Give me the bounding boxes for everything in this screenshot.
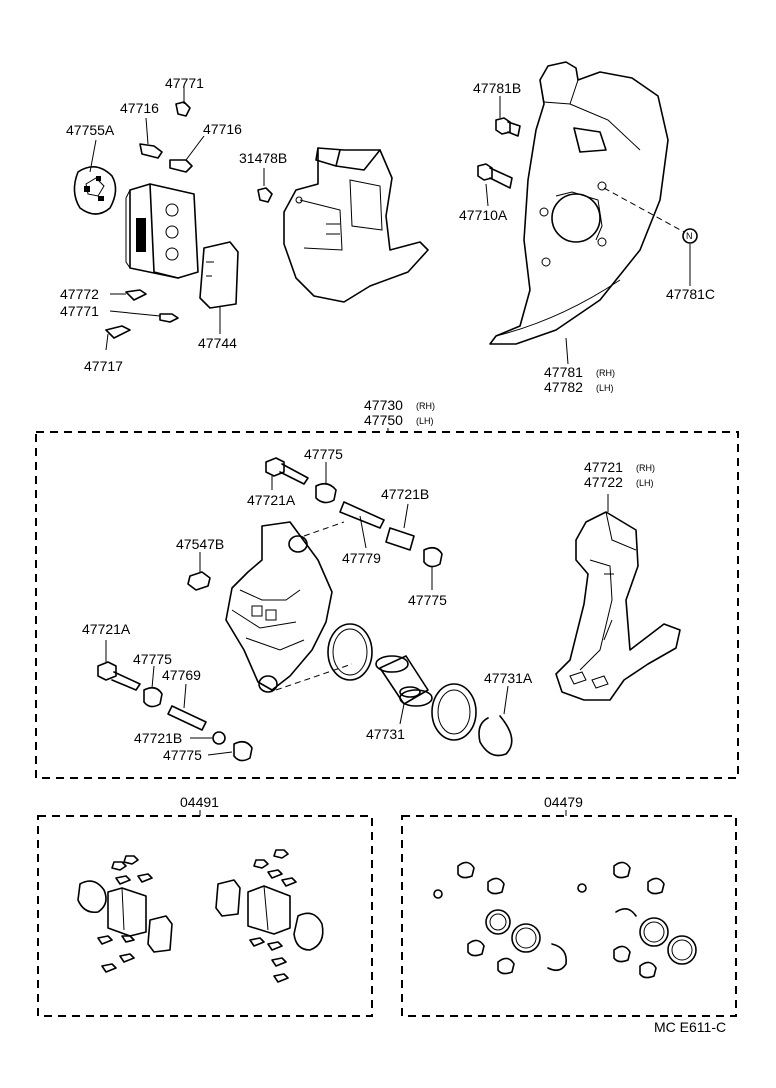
caliper-assembly-top: [283, 147, 429, 303]
slide-bolt-47721A-lower: [97, 661, 141, 691]
label-47781C: 47781C: [666, 286, 715, 302]
label-47782-side: (LH): [596, 383, 614, 393]
label-47716-a: 47716: [120, 100, 159, 116]
torque-plate: [555, 511, 681, 701]
label-47721-rh: 47721: [584, 459, 623, 475]
label-47775-b: 47775: [408, 592, 447, 608]
boot-47775-lower: [143, 686, 163, 708]
nut-47781C: N: [682, 228, 698, 244]
caliper-cylinder: [225, 521, 333, 693]
anti-squeal-shim: [73, 166, 117, 215]
label-47782: 47782: [544, 379, 583, 395]
label-47721-rh-side: (RH): [636, 463, 655, 473]
bolt-47710A: [477, 163, 513, 189]
disc-brake-pad-inner: [125, 183, 199, 279]
slide-pin-47769: [167, 705, 207, 731]
piston-boot: [431, 683, 477, 741]
label-47755A: 47755A: [66, 122, 115, 138]
pad-support-plates: [105, 101, 193, 339]
seal-kit-parts: [433, 861, 697, 979]
seal-kit-group-box: [401, 815, 737, 1017]
label-47722-lh-side: (LH): [636, 478, 654, 488]
footer-code: MC E611-C: [654, 1019, 726, 1035]
bushing-47721B-lower: [212, 731, 226, 745]
label-47781-side: (RH): [596, 368, 615, 378]
label-47721A-a: 47721A: [247, 492, 296, 508]
slide-bolt-47721A-upper: [265, 457, 309, 485]
disc-brake-dust-cover: [489, 61, 669, 345]
label-47710A: 47710A: [459, 207, 508, 223]
label-47750: 47750: [364, 412, 403, 428]
bleeder-47547B: [187, 560, 211, 591]
label-47750-side: (LH): [416, 416, 434, 426]
bolt-47781B: [495, 117, 521, 137]
piston-seal-ring: [327, 623, 373, 681]
label-47772: 47772: [60, 286, 99, 302]
label-47730-side: (RH): [416, 401, 435, 411]
label-kit-04491: 04491: [180, 794, 219, 810]
leader-lines-top-left: [89, 88, 221, 351]
label-47547B: 47547B: [176, 536, 224, 552]
pad-kit-parts: [77, 849, 324, 983]
label-47771-top: 47771: [165, 75, 204, 91]
label-47744: 47744: [198, 335, 237, 351]
pad-kit-group-box: [37, 815, 373, 1017]
svg-text:N: N: [686, 231, 693, 241]
boot-47775-right: [423, 546, 443, 568]
label-47775-d: 47775: [163, 747, 202, 763]
label-31478B: 31478B: [239, 150, 287, 166]
cylinder-piston-47731: [375, 655, 433, 707]
label-47775-a: 47775: [304, 446, 343, 462]
label-47781: 47781: [544, 364, 583, 380]
label-47731A: 47731A: [484, 670, 533, 686]
boot-47775-bottom: [233, 740, 253, 762]
slide-pin-47779: [339, 501, 385, 529]
label-47717: 47717: [84, 358, 123, 374]
set-ring-47731A: [478, 715, 513, 757]
label-47769: 47769: [162, 667, 201, 683]
label-47781B: 47781B: [473, 80, 521, 96]
label-47730: 47730: [364, 397, 403, 413]
label-47721B-b: 47721B: [134, 730, 182, 746]
label-47779: 47779: [342, 550, 381, 566]
caliper-exploded-group-box: [35, 431, 739, 779]
label-47716-b: 47716: [203, 121, 242, 137]
label-47731: 47731: [366, 726, 405, 742]
label-47721B-a: 47721B: [381, 486, 429, 502]
label-47771-bottom: 47771: [60, 303, 99, 319]
boot-47775-upper: [315, 482, 337, 504]
bushing-47721B-upper: [385, 527, 415, 551]
bleeder-cap: [257, 187, 273, 203]
label-47775-c: 47775: [133, 651, 172, 667]
disc-brake-pad-outer: [199, 241, 239, 309]
label-47722-lh: 47722: [584, 474, 623, 490]
leader-lines-middle: [105, 462, 609, 756]
label-47721A-b: 47721A: [82, 621, 131, 637]
label-kit-04479: 04479: [544, 794, 583, 810]
